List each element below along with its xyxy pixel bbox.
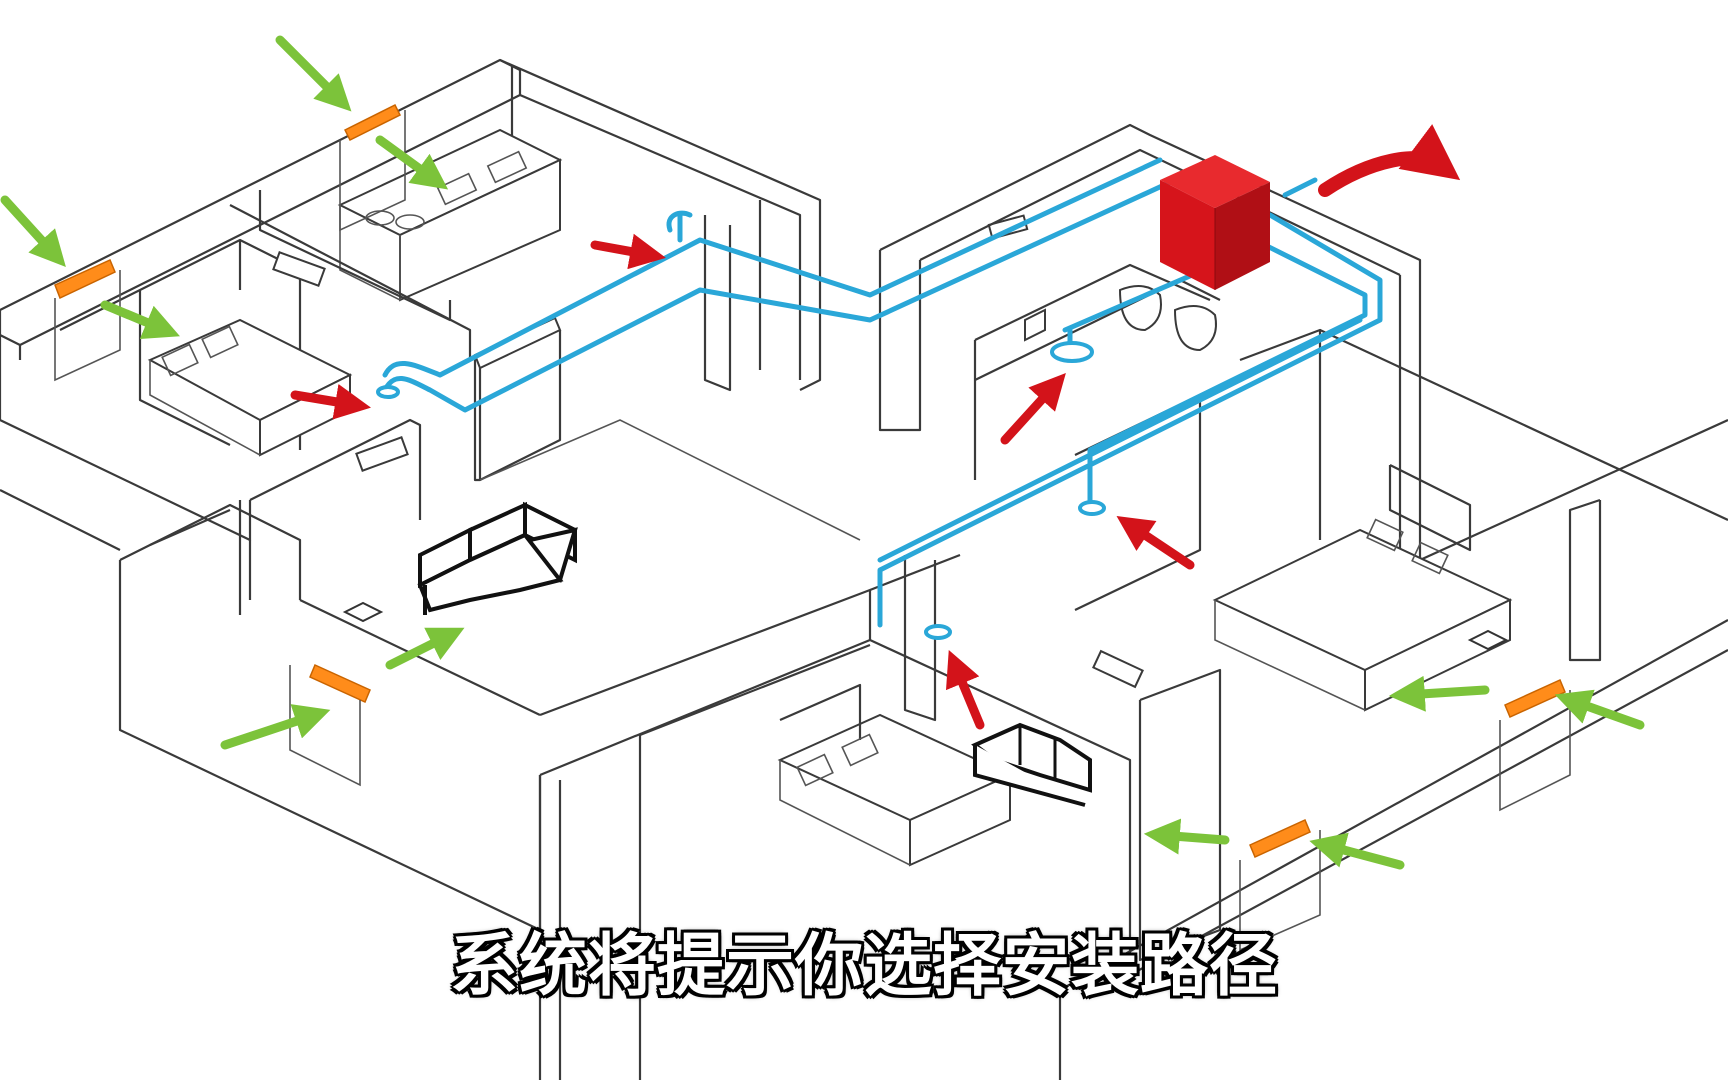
ac-unit-icon xyxy=(1092,649,1144,689)
fresh-air-arrow-icon xyxy=(1143,818,1230,855)
ventilation-unit-icon xyxy=(1160,155,1270,290)
sofa-living xyxy=(417,501,578,615)
exhaust-arrow-icon xyxy=(1318,124,1461,197)
exhaust-arrows xyxy=(290,124,1461,730)
fresh-air-arrow-icon xyxy=(275,35,352,112)
window-grille-icon xyxy=(1249,818,1311,859)
fresh-air-arrow-icon xyxy=(1388,675,1490,712)
window-grilles xyxy=(54,103,1571,952)
fresh-air-arrow-icon xyxy=(0,195,66,267)
window-grille-icon xyxy=(309,663,371,704)
exhaust-arrow-icon xyxy=(1000,373,1066,445)
window-grille-icon xyxy=(343,103,402,142)
ac-unit-icon xyxy=(272,251,326,287)
ceiling-vent-icon xyxy=(342,601,384,623)
fresh-air-arrow-icon xyxy=(1554,689,1645,730)
fresh-air-arrow-icon xyxy=(220,704,331,750)
fresh-air-arrow-icon xyxy=(385,627,465,670)
exhaust-arrow-icon xyxy=(290,383,371,420)
fresh-air-arrows xyxy=(0,35,1645,870)
ceiling-vent-icon xyxy=(1467,629,1509,651)
subtitle-caption: 系统将提示你选择安装路径 xyxy=(449,927,1278,1006)
ceiling-vents xyxy=(342,601,1509,651)
fresh-air-arrow-icon xyxy=(1309,832,1405,870)
fresh-air-arrow-icon xyxy=(375,135,449,190)
fresh-air-arrow-icon xyxy=(100,300,180,339)
duct-network xyxy=(376,157,1383,640)
window-grille-icon xyxy=(54,258,116,300)
sofa-lower xyxy=(971,722,1092,807)
exhaust-arrow-icon xyxy=(1116,516,1195,570)
exhaust-arrow-icon xyxy=(590,233,666,270)
window-grille-icon xyxy=(1504,678,1566,719)
exhaust-arrow-icon xyxy=(946,650,985,730)
ac-unit-icon xyxy=(355,436,409,472)
